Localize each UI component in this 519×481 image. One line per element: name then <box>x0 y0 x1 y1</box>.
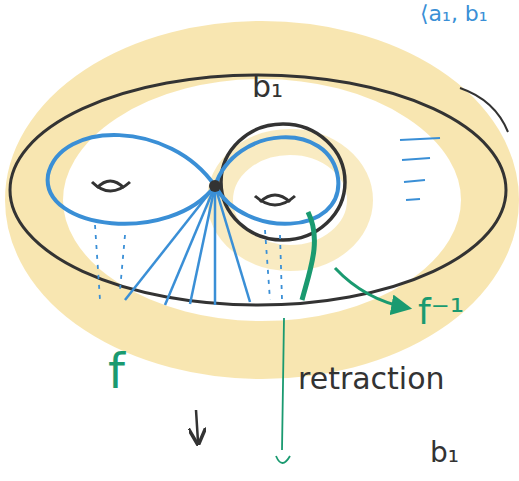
pointer-arrow <box>335 268 408 308</box>
hole <box>92 182 130 191</box>
map-label: f <box>108 345 125 398</box>
note-label: retraction <box>298 362 445 395</box>
group-label: ⟨a₁, b₁ <box>420 2 488 26</box>
basepoint <box>209 180 221 192</box>
hole <box>260 195 290 202</box>
dashed-lines <box>95 225 282 300</box>
map-arrow <box>196 410 198 442</box>
loop-label: b₁ <box>430 438 459 469</box>
preimage-label: f⁻¹ <box>418 292 464 332</box>
hole <box>97 181 124 188</box>
loop-label: b₁ <box>252 70 283 103</box>
surface-outline <box>10 75 506 305</box>
preimage-curve <box>302 212 314 300</box>
hole <box>255 196 295 205</box>
wedge-loop <box>215 137 338 224</box>
retraction-lines <box>125 186 250 305</box>
wedge-loop <box>48 135 215 224</box>
leader-line <box>276 318 290 463</box>
blue-strokes <box>400 138 440 200</box>
leader-line <box>460 88 508 132</box>
